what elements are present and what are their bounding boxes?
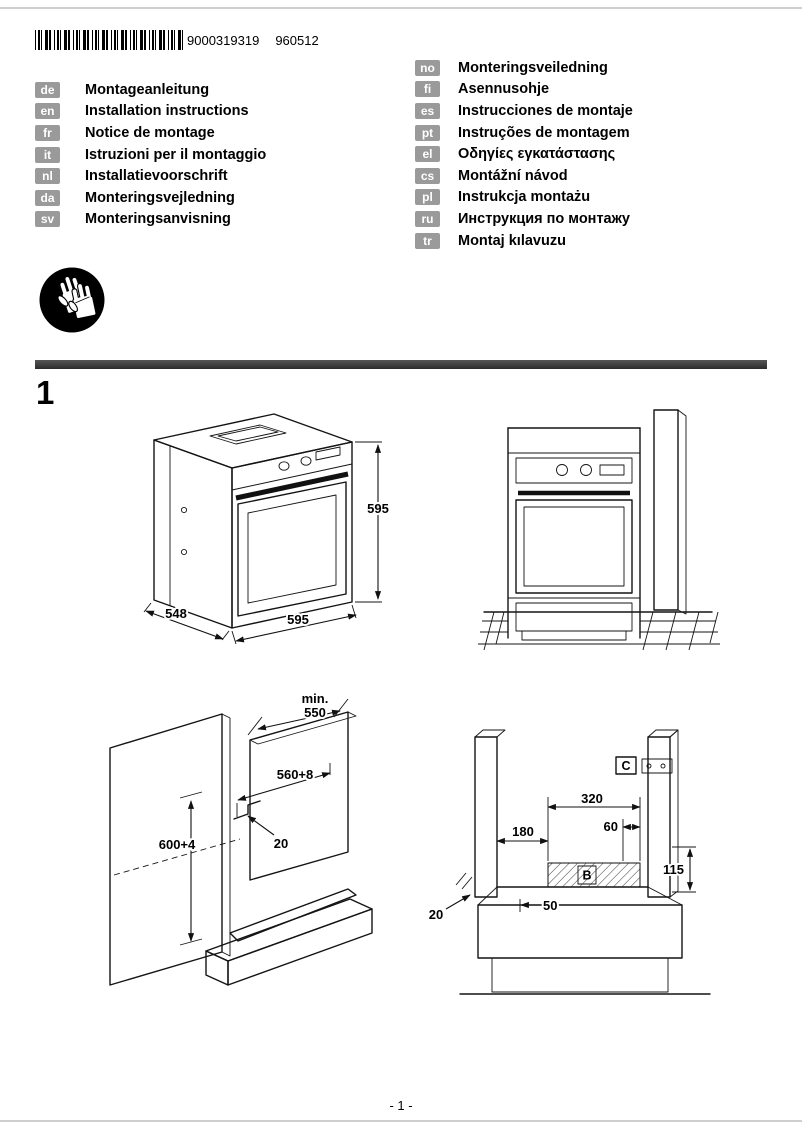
language-title: Notice de montage bbox=[85, 124, 215, 141]
language-code-badge: es bbox=[415, 102, 440, 119]
language-list-right: no Monteringsveiledning fi Asennusohje e… bbox=[415, 57, 633, 251]
tiled-floor bbox=[478, 611, 720, 651]
language-row: it Istruzioni per il montaggio bbox=[35, 144, 266, 166]
language-row: pt Instruções de montagem bbox=[415, 122, 633, 144]
carcass-dimensions: min. 550 560+8 600+4 20 bbox=[157, 689, 349, 946]
language-row: fr Notice de montage bbox=[35, 122, 266, 144]
language-code-badge: de bbox=[35, 81, 60, 98]
figure-cabinet-carcass: min. 550 560+8 600+4 20 bbox=[109, 689, 373, 986]
language-title: Montážní návod bbox=[458, 167, 568, 184]
dim-notch: 20 bbox=[274, 836, 288, 851]
language-title: Installatievoorschrift bbox=[85, 168, 228, 185]
language-row: da Monteringsvejledning bbox=[35, 187, 266, 209]
barcode-number: 9000319319 bbox=[187, 32, 260, 48]
bottom-rule bbox=[0, 1120, 802, 1122]
language-title: Asennusohje bbox=[458, 81, 550, 98]
language-title: Monteringsvejledning bbox=[85, 189, 235, 206]
barcode-row: 9000319319 960512 bbox=[35, 30, 319, 50]
language-row: sv Monteringsanvisning bbox=[35, 209, 266, 231]
language-code-badge: sv bbox=[35, 211, 60, 228]
wall-hatched bbox=[653, 409, 687, 615]
protective-gloves-icon bbox=[37, 265, 107, 335]
step-number: 1 bbox=[36, 374, 55, 411]
language-code-badge: tr bbox=[415, 232, 440, 249]
language-row: tr Montaj kılavuzu bbox=[415, 230, 633, 252]
language-row: el Οδηγίες εγκατάστασης bbox=[415, 143, 633, 165]
language-title: Instrukcja montażu bbox=[458, 189, 591, 206]
dim-60: 60 bbox=[604, 819, 618, 834]
language-code-badge: cs bbox=[415, 167, 440, 184]
language-code-badge: ru bbox=[415, 210, 440, 227]
niche-dimensions: 320 60 180 115 50 20 bbox=[427, 789, 696, 924]
figure-oven-installed bbox=[478, 409, 720, 651]
language-row: pl Instrukcja montażu bbox=[415, 187, 633, 209]
section-divider bbox=[35, 360, 767, 369]
language-code-badge: it bbox=[35, 146, 60, 163]
language-row: es Instrucciones de montaje bbox=[415, 100, 633, 122]
language-title: Инструкция по монтажу bbox=[458, 210, 630, 227]
language-row: ru Инструкция по монтажу bbox=[415, 208, 633, 230]
figure-oven-isometric: 595 595 548 bbox=[143, 413, 391, 645]
detail-c: C bbox=[615, 756, 673, 775]
language-title: Instrucciones de montaje bbox=[458, 102, 633, 119]
language-row: cs Montážní návod bbox=[415, 165, 633, 187]
language-title: Οδηγίες εγκατάστασης bbox=[458, 146, 616, 163]
detail-c-label: C bbox=[621, 759, 630, 773]
carcass-panels bbox=[109, 711, 373, 986]
language-title: Instruções de montagem bbox=[458, 124, 630, 141]
language-row: no Monteringsveiledning bbox=[415, 57, 633, 79]
language-list-left: de Montageanleitung en Installation inst… bbox=[35, 79, 266, 230]
language-title: Monteringsveiledning bbox=[458, 59, 608, 76]
page-number: - 1 - bbox=[389, 1098, 413, 1113]
language-code-badge: no bbox=[415, 59, 440, 76]
dim-oven-width: 595 bbox=[287, 612, 309, 627]
dim-180: 180 bbox=[512, 824, 534, 839]
base-unit bbox=[455, 872, 711, 995]
dim-oven-height: 595 bbox=[367, 501, 389, 516]
language-code-badge: pt bbox=[415, 124, 440, 141]
zone-b: B bbox=[547, 862, 641, 888]
tall-cabinet bbox=[507, 427, 641, 641]
language-code-badge: fr bbox=[35, 124, 60, 141]
language-code-badge: fi bbox=[415, 81, 440, 98]
dim-min-depth: 550 bbox=[304, 705, 326, 720]
dim-cutout-width: 560+8 bbox=[277, 767, 314, 782]
dim-oven-depth: 548 bbox=[165, 606, 187, 621]
oven-dimensions: 595 595 548 bbox=[143, 441, 391, 645]
print-code: 960512 bbox=[275, 32, 319, 48]
top-rule bbox=[0, 7, 802, 9]
dim-50: 50 bbox=[543, 898, 557, 913]
dim-320: 320 bbox=[581, 791, 603, 806]
language-row: en Installation instructions bbox=[35, 101, 266, 123]
dim-115: 115 bbox=[663, 862, 684, 877]
dim-min-label: min. bbox=[302, 691, 329, 706]
oven-body bbox=[153, 413, 353, 629]
dim-niche-height: 600+4 bbox=[159, 837, 196, 852]
language-title: Istruzioni per il montaggio bbox=[85, 146, 267, 163]
language-title: Montaj kılavuzu bbox=[458, 232, 566, 249]
language-code-badge: nl bbox=[35, 168, 60, 185]
language-row: de Montageanleitung bbox=[35, 79, 266, 101]
language-code-badge: pl bbox=[415, 189, 440, 206]
language-title: Montageanleitung bbox=[85, 81, 210, 98]
zone-b-label: B bbox=[582, 869, 591, 883]
language-row: nl Installatievoorschrift bbox=[35, 165, 266, 187]
language-code-badge: da bbox=[35, 189, 60, 206]
barcode-icon bbox=[35, 30, 183, 50]
language-code-badge: el bbox=[415, 146, 440, 163]
figure-niche-cross-section: B C 320 60 180 115 50 20 bbox=[427, 729, 711, 995]
dim-20: 20 bbox=[429, 907, 443, 922]
language-title: Monteringsanvisning bbox=[85, 211, 231, 228]
language-code-badge: en bbox=[35, 103, 60, 120]
language-title: Installation instructions bbox=[85, 103, 249, 120]
language-row: fi Asennusohje bbox=[415, 79, 633, 101]
